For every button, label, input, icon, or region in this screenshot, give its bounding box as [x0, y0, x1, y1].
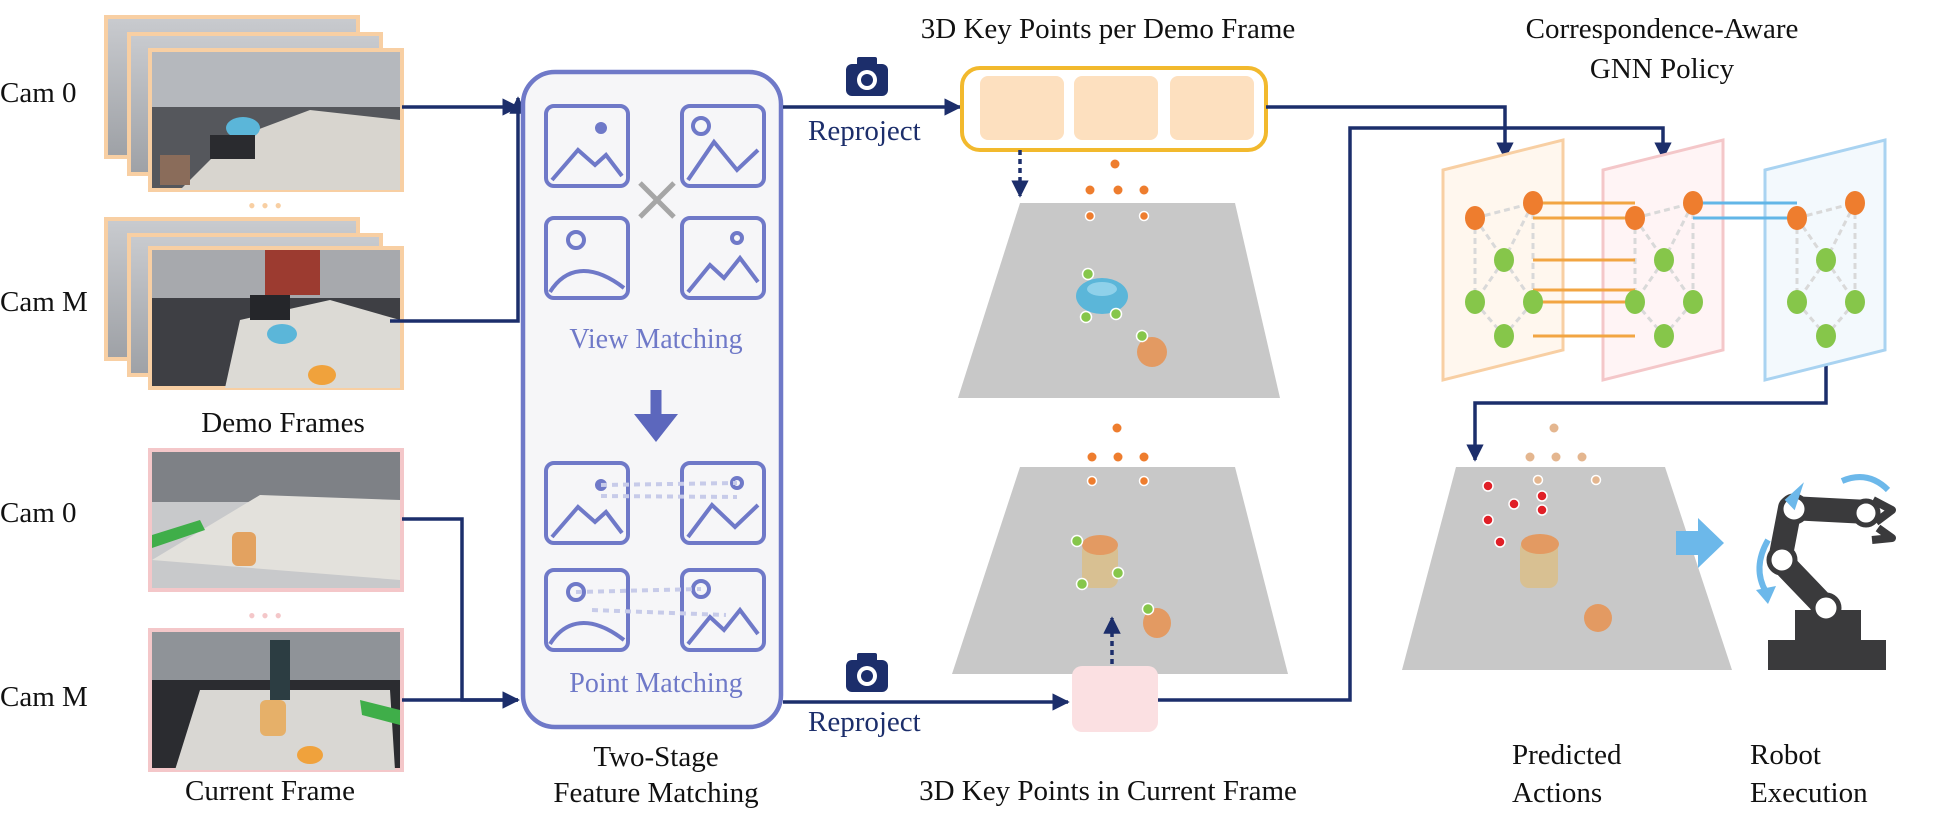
demo-camM-label: Cam M [0, 286, 88, 318]
predicted-actions-line1: Predicted [1512, 739, 1622, 771]
predicted-actions-line2: Actions [1512, 777, 1603, 809]
demo-camM-photo [148, 246, 404, 390]
image-icon [680, 216, 766, 300]
demo-keypoints-title: 3D Key Points per Demo Frame [920, 13, 1296, 45]
gnn-title-line1: Correspondence-Aware [1525, 13, 1799, 45]
demo-cam0-photo [148, 48, 404, 192]
down-arrow-head [634, 414, 678, 442]
current-keypoints-title: 3D Key Points in Current Frame [919, 775, 1297, 807]
robot-execution-line2: Execution [1750, 777, 1868, 809]
demo-cam0-stack [104, 15, 404, 192]
view-matching-label: View Matching [569, 324, 742, 355]
feature-matching-caption-line2: Feature Matching [553, 777, 759, 809]
current-scene-table [952, 423, 1288, 674]
current-keypoints-box [1072, 666, 1158, 732]
current-cam0-photo [148, 448, 404, 592]
current-camM-photo [148, 628, 404, 772]
point-matching-images [544, 461, 766, 652]
input-connectors [390, 96, 527, 709]
current-orange-object [1143, 608, 1171, 638]
view-matching-images [544, 104, 766, 300]
demo-camM-stack [104, 217, 404, 390]
reproject-bottom-label: Reproject [808, 706, 921, 738]
demo-cam0-label: Cam 0 [0, 77, 77, 109]
current-ellipsis: • • • [248, 603, 282, 628]
camera-icon-bottom [846, 653, 888, 692]
right-arrow-icon [1676, 518, 1724, 568]
reproject-top-label: Reproject [808, 115, 921, 147]
image-icon [544, 104, 630, 188]
demo-keypoints-box [960, 66, 1268, 152]
current-camM-label: Cam M [0, 681, 88, 713]
current-frame-caption: Current Frame [185, 775, 355, 807]
feature-matching-caption-line1: Two-Stage [593, 741, 719, 773]
current-cam0-label: Cam 0 [0, 497, 77, 529]
gnn-connectors [1158, 105, 1828, 702]
predicted-orange-object [1584, 604, 1612, 632]
demo-frames-caption: Demo Frames [201, 407, 365, 439]
robot-arm-icon [1756, 474, 1896, 670]
gnn-title-line2: GNN Policy [1589, 53, 1735, 85]
cross-icon [638, 181, 676, 219]
demo-scene-table [958, 159, 1280, 398]
image-icon [680, 104, 766, 188]
predicted-scene-table [1402, 423, 1732, 670]
match-lines [575, 481, 738, 617]
image-icon [544, 216, 630, 300]
demo-ellipsis: • • • [248, 193, 282, 218]
gnn-cross-links [1533, 201, 1797, 338]
image-icon [680, 461, 766, 545]
point-matching-label: Point Matching [569, 668, 742, 699]
demo-orange-object [1137, 337, 1167, 367]
robot-execution-line1: Robot [1750, 739, 1821, 771]
camera-icon-top [846, 57, 888, 96]
gnn-nodes [1465, 191, 1865, 348]
image-icon [680, 568, 766, 652]
